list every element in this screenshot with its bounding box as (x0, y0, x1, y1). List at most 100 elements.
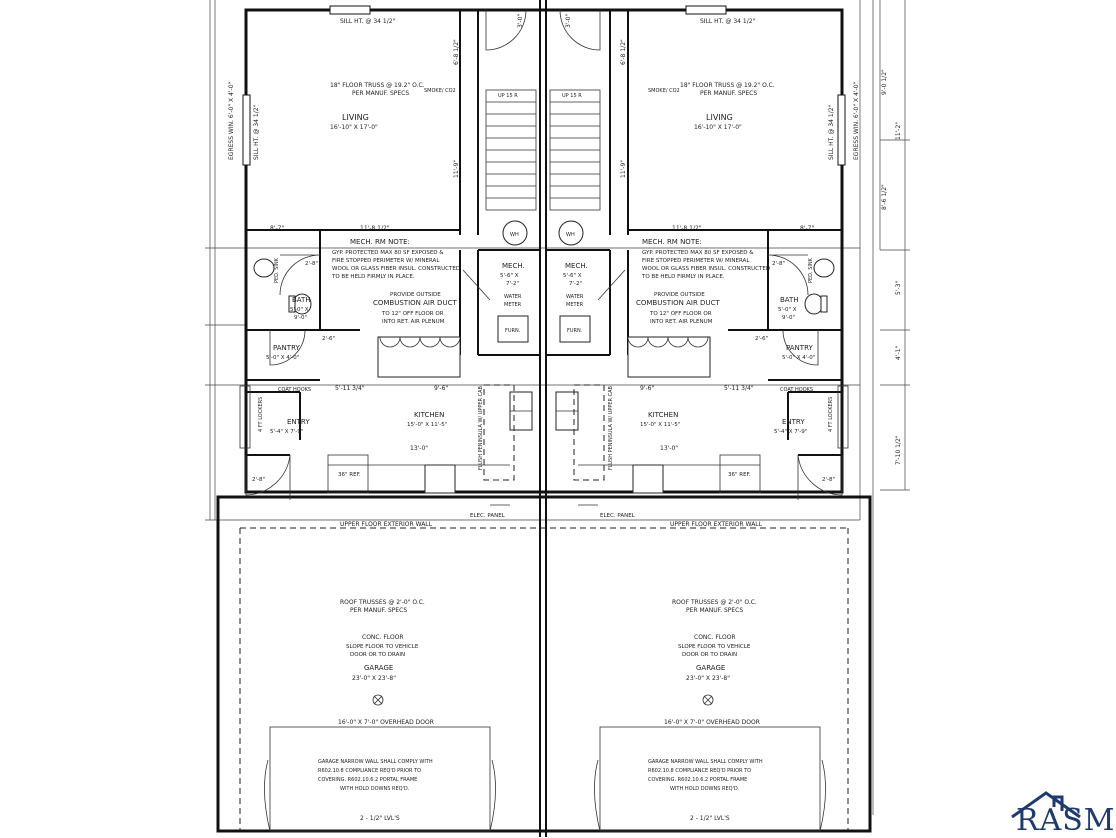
garage-note2-left: R602.10.8 COMPLIANCE REQ'D PRIOR TO (318, 768, 421, 774)
garage-note4-left: WITH HOLD DOWNS REQ'D. (340, 786, 410, 792)
garage-truss-left: ROOF TRUSSES @ 2'-0" O.C. (340, 599, 425, 606)
provide-outside-left: PROVIDE OUTSIDE (390, 292, 441, 298)
kitchen-size-right: 15'-0" X 11'-5" (640, 422, 680, 428)
living-truss-note-right: 18" FLOOR TRUSS @ 19.2" O.C. (680, 82, 775, 89)
upper-wall-right: UPPER FLOOR EXTERIOR WALL (670, 521, 763, 528)
entry-door-right: 2'-8" (822, 477, 835, 483)
pantry-door-right: 2'-6" (755, 336, 768, 342)
bath-door-left: 2'-8" (305, 261, 318, 267)
garage-note4-right: WITH HOLD DOWNS REQ'D. (670, 786, 740, 792)
garage-note3-right: COVERING. R602.10.6.2 PORTAL FRAME (648, 777, 747, 783)
coat-hooks-right: COAT HOOKS (780, 387, 813, 393)
mech-note-line1-right: GYP. PROTECTED MAX 80 SF EXPOSED & (642, 250, 754, 256)
mech-note-line1-left: GYP. PROTECTED MAX 80 SF EXPOSED & (332, 250, 444, 256)
garage-note3-left: COVERING. R602.10.6.2 PORTAL FRAME (318, 777, 417, 783)
entry-title-left: ENTRY (287, 418, 310, 426)
mech-title-right: MECH. (565, 262, 588, 270)
sill-height-left: SILL HT. @ 34 1/2" (340, 18, 396, 25)
coat-hooks-left: COAT HOOKS (278, 387, 311, 393)
pantry-door-left: 2'-6" (322, 336, 335, 342)
mech-note-line4-right: TO BE HELD FIRMLY IN PLACE. (641, 274, 725, 280)
entry-size-right: 5'-4" X 7'-9" (774, 429, 807, 435)
exterior-walls (216, 0, 872, 837)
mech-title-left: MECH. (502, 262, 525, 270)
mech-note-line4-left: TO BE HELD FIRMLY IN PLACE. (331, 274, 415, 280)
garage-floor1-left: CONC. FLOOR (362, 634, 404, 641)
bath-size2-right: 9'-0" (782, 315, 795, 321)
sill-height-side-left: SILL HT. @ 34 1/2" (253, 104, 260, 160)
plenum-note-right: INTO RET. AIR PLENUM (650, 319, 713, 325)
door-width-left: 3'-0" (517, 14, 524, 28)
elec-panel-right: ELEC. PANEL (600, 513, 636, 519)
furnace-left: FURN. (505, 328, 521, 334)
garage-truss-right: ROOF TRUSSES @ 2'-0" O.C. (672, 599, 757, 606)
logo-text: RASM (1016, 803, 1116, 838)
mech-note-line3-right: WOOL OR GLASS FIBER INSUL. CONSTRUCTED (642, 266, 770, 272)
bath-door-right: 2'-8" (772, 261, 785, 267)
floor-note-left: TO 12" OFF FLOOR OR (381, 311, 444, 317)
water-heater-left: WH (510, 232, 519, 238)
entry-title-right: ENTRY (782, 418, 805, 426)
right-dim-5: 4'-1" (895, 346, 902, 360)
sill-height-right: SILL HT. @ 34 1/2" (700, 18, 756, 25)
fridge-right: 36" REF. (728, 472, 751, 478)
mech-size2-left: 7'-2" (506, 281, 519, 287)
ped-sink-left: PED. SINK (274, 257, 280, 283)
garage-per-manuf-left: PER MANUF. SPECS (350, 607, 407, 614)
mech-note-line2-left: FIRE STOPPED PERIMETER W/ MINERAL (332, 258, 440, 264)
bath-title-left: BATH (292, 296, 311, 304)
stairs-label-left: UP 15 R (498, 93, 518, 99)
garage-door-right: 16'-0" X 7'-0" OVERHEAD DOOR (664, 719, 760, 726)
garage-bottom-right: 2 - 1/2" LVL'S (690, 815, 730, 822)
water-heater-right: WH (566, 232, 575, 238)
garage-note2-right: R602.10.8 COMPLIANCE REQ'D PRIOR TO (648, 768, 751, 774)
door-swings (245, 9, 843, 500)
bath-size1-right: 5'-0" X (778, 307, 797, 313)
upper-wall-left: UPPER FLOOR EXTERIOR WALL (340, 521, 433, 528)
garage-floor3-right: DOOR OR TO DRAIN (682, 652, 737, 658)
living-per-manuf-right: PER MANUF. SPECS (700, 90, 757, 97)
egress-window-right: EGRESS WIN. 6'-0" X 4'-0" (853, 81, 860, 160)
mech-size1-right: 5'-6" X (563, 273, 582, 279)
right-dim-3: 8'-6 1/2" (881, 184, 888, 210)
bath-size1-left: 5'-0" X (290, 307, 309, 313)
plenum-note-left: INTO RET. AIR PLENUM (382, 319, 445, 325)
living-side-left: 8'-7" (270, 225, 284, 232)
right-dim-4: 5'-3" (895, 281, 902, 295)
living-per-manuf-left: PER MANUF. SPECS (352, 90, 409, 97)
living-size-left: 16'-10" X 17'-0" (330, 124, 378, 131)
house-roof-icon (1011, 791, 1081, 819)
smoke-co-left: SMOKE/ CO2 (424, 88, 456, 94)
furnace-right: FURN. (567, 328, 583, 334)
living-dim-top-left: 6'-8 1/2" (453, 39, 460, 65)
interior-walls-right (546, 10, 842, 456)
garage-door-left: 16'-0" X 7'-0" OVERHEAD DOOR (338, 719, 434, 726)
stairs-label-right: UP 15 R (562, 93, 582, 99)
living-dim-bottom-right: 11'-9" (620, 160, 627, 178)
garage-note1-left: GARAGE NARROW WALL SHALL COMPLY WITH (318, 759, 433, 765)
door-width-right: 3'-0" (565, 14, 572, 28)
garage-floor2-right: SLOPE FLOOR TO VEHICLE (678, 644, 751, 650)
water-meter2-right: METER (566, 302, 584, 308)
water-meter1-right: WATER (566, 294, 584, 300)
living-dim-top-right: 6'-8 1/2" (620, 39, 627, 65)
pantry-size-left: 5'-0" X 4'-0" (266, 355, 299, 361)
water-meter2-left: METER (504, 302, 522, 308)
mech-size1-left: 5'-6" X (500, 273, 519, 279)
kitchen-title-right: KITCHEN (648, 411, 678, 419)
living-title-left: LIVING (342, 113, 369, 122)
upper-cab-left: FLUSH PENINSULA W/ UPPER CAB (478, 385, 484, 470)
mech-note-title-right: MECH. RM NOTE: (642, 238, 702, 246)
right-dim-2: 11'-2" (895, 122, 902, 140)
pantry-size-right: 5'-0" X 4'-0" (782, 355, 815, 361)
kitchen-dim-c-right: 13'-0" (660, 445, 678, 452)
lockers-left: 4 FT LOCKERS (258, 397, 264, 432)
garage-floor1-right: CONC. FLOOR (694, 634, 736, 641)
mech-note-line2-right: FIRE STOPPED PERIMETER W/ MINERAL (642, 258, 750, 264)
fixtures (239, 258, 849, 494)
stairs-right (549, 89, 601, 246)
upper-cab-right: FLUSH PENINSULA W/ UPPER CAB (608, 385, 614, 470)
kitchen-dim-c-left: 13'-0" (410, 445, 428, 452)
smoke-co-right: SMOKE/ CO2 (648, 88, 680, 94)
